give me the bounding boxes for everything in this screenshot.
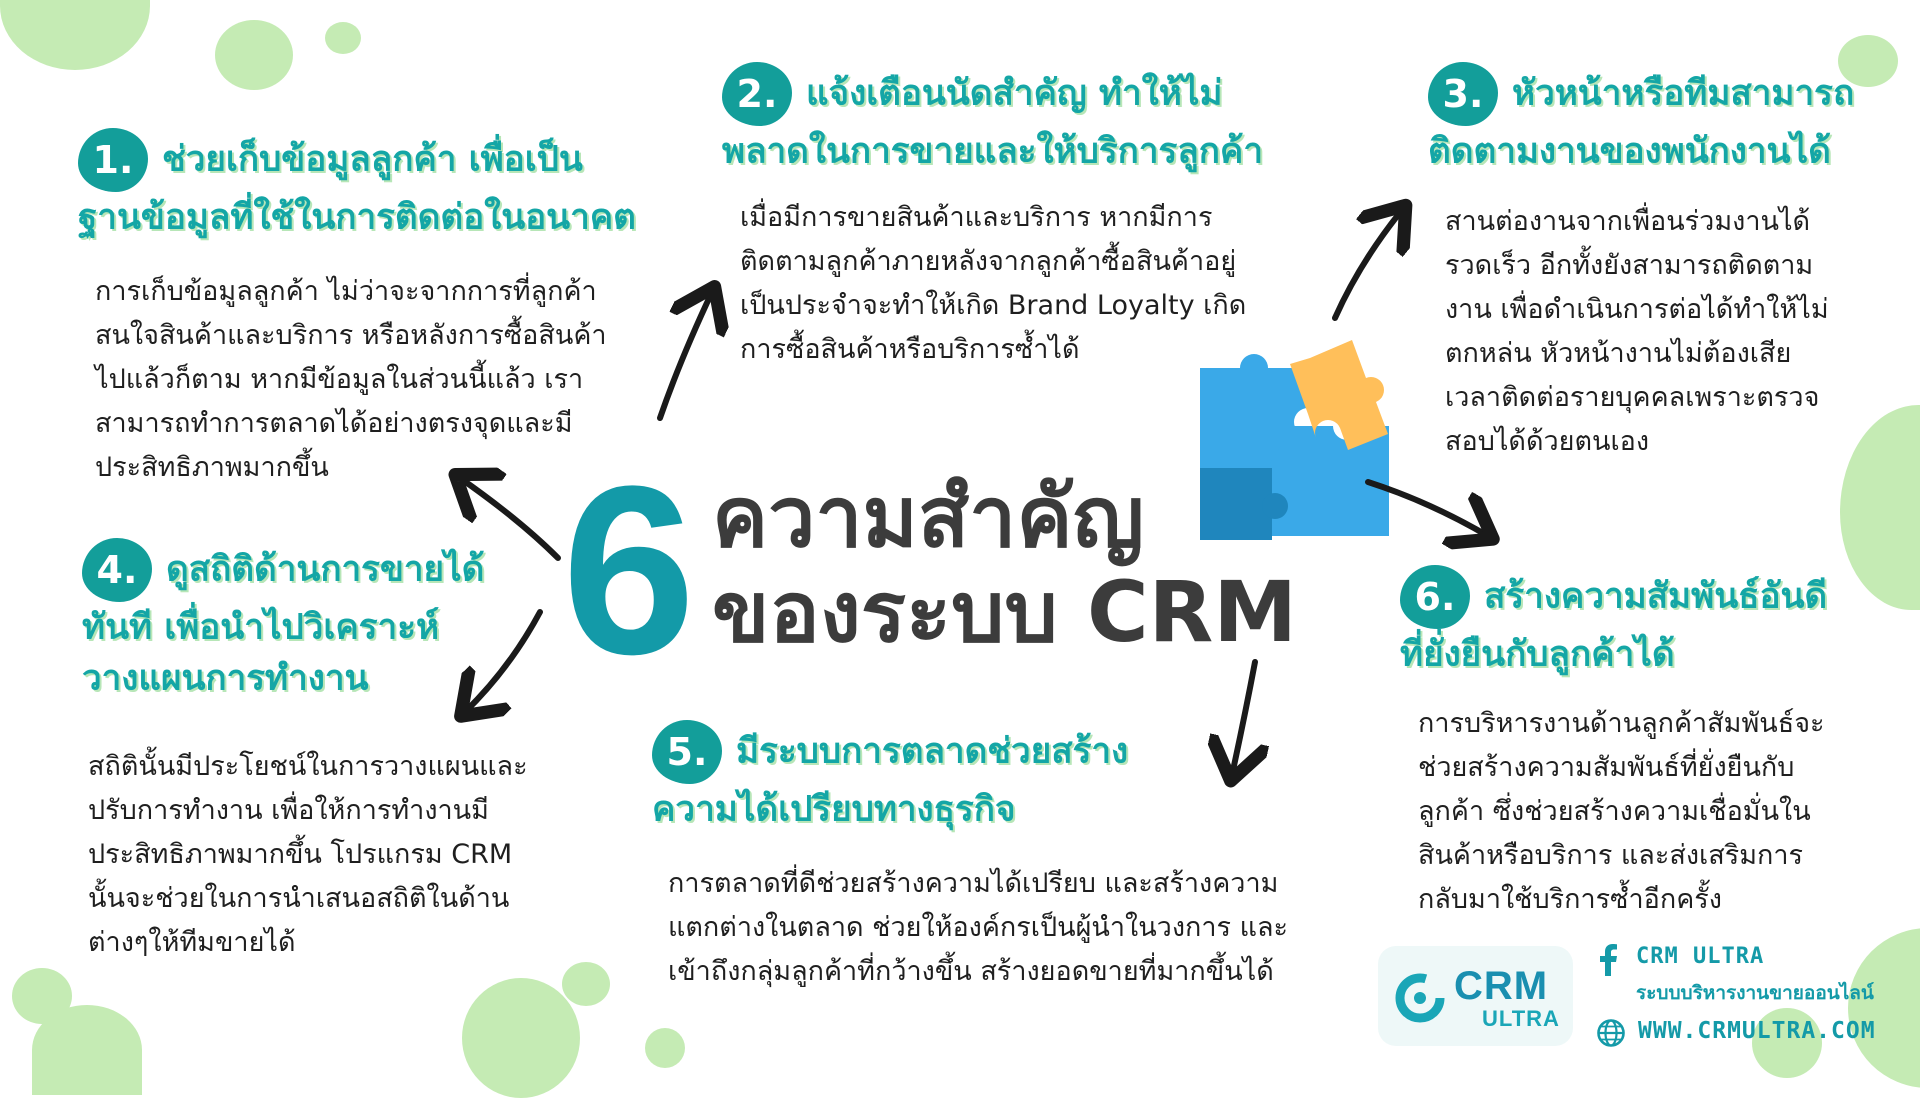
arrow-to-item-3	[1332, 210, 1402, 321]
item-2-body-line: เมื่อมีการขายสินค้าและบริการ หากมีการ	[740, 202, 1213, 233]
item-5-heading-line-1: มีระบบการตลาดช่วยสร้าง	[736, 731, 1129, 772]
item-2-heading: 2. แจ้งเตือนนัดสำคัญ ทำให้ไม่ พลาดในการขา…	[722, 62, 1342, 177]
item-5-body: การตลาดที่ดีช่วยสร้างความได้เปรียบ และสร…	[668, 862, 1368, 994]
item-3-body-line: สอบได้ด้วยตนเอง	[1445, 426, 1650, 457]
item-4-body-line: ปรับการทำงาน เพื่อให้การทำงานมี	[88, 795, 489, 826]
decorative-blob	[325, 22, 361, 54]
item-3-number-badge: 3.	[1428, 62, 1498, 126]
arrow-to-item-4	[465, 609, 543, 712]
item-4-heading-line-3: วางแผนการทำงาน	[82, 659, 369, 699]
item-5-heading: 5. มีระบบการตลาดช่วยสร้าง ความได้เปรียบทา…	[652, 720, 1212, 835]
item-3-body-line: สานต่องานจากเพื่อนร่วมงานได้	[1445, 206, 1811, 237]
decorative-blob	[562, 962, 610, 1006]
item-2-number-badge: 2.	[722, 62, 792, 126]
item-4-heading-line-1: ดูสถิติด้านการขายได้	[166, 549, 485, 590]
item-1-body-line: ไปแล้วก็ตาม หากมีข้อมูลในส่วนนี้แล้ว เรา	[95, 364, 584, 395]
item-1-number-badge: 1.	[78, 128, 148, 192]
item-4-number-badge: 4.	[82, 538, 152, 602]
item-4-body-line: นั้นจะช่วยในการนำเสนอสถิติในด้าน	[88, 883, 510, 914]
decorative-blob	[215, 20, 293, 90]
item-5-body-line: การตลาดที่ดีช่วยสร้างความได้เปรียบ และสร…	[668, 868, 1279, 899]
brand-tagline: ระบบบริหารงานขายออนไลน์	[1636, 982, 1874, 1004]
item-3-heading-line-2: ติดตามงานของพนักงานได้	[1428, 131, 1831, 172]
facebook-page-name: CRM ULTRA	[1636, 944, 1765, 969]
item-4-heading: 4. ดูสถิติด้านการขายได้ ทันที เพื่อนำไปวิ…	[82, 538, 512, 705]
decorative-blob	[1752, 1008, 1822, 1078]
item-2-body: เมื่อมีการขายสินค้าและบริการ หากมีการ ติ…	[740, 196, 1340, 372]
item-5-number-badge: 5.	[652, 720, 722, 784]
item-3-heading: 3. หัวหน้าหรือทีมสามารถ ติดตามงานของพนักง…	[1428, 62, 1908, 177]
arrow-to-item-2	[657, 292, 712, 421]
item-6-heading: 6. สร้างความสัมพันธ์อันดี ที่ยั่งยืนกับลู…	[1400, 565, 1900, 680]
crm-ultra-logo: CRM ULTRA	[1378, 946, 1573, 1046]
item-6-heading-line-2: ที่ยั่งยืนกับลูกค้าได้	[1400, 634, 1675, 675]
item-6-body-line: ลูกค้า ซึ่งช่วยสร้างความเชื่อมั่นใน	[1418, 796, 1811, 827]
arrow-to-item-5	[1232, 659, 1255, 775]
item-2-body-line: การซื้อสินค้าหรือบริการซ้ำได้	[740, 334, 1080, 365]
item-6-heading-line-1: สร้างความสัมพันธ์อันดี	[1484, 576, 1828, 617]
facebook-icon	[1600, 944, 1617, 976]
arrow-to-item-6	[1365, 479, 1488, 536]
decorative-blob	[462, 978, 580, 1098]
globe-icon	[1597, 1019, 1625, 1047]
item-1-heading-line-1: ช่วยเก็บข้อมูลลูกค้า เพื่อเป็น	[162, 139, 583, 180]
item-3-body-line: ตกหล่น หัวหน้างานไม่ต้องเสีย	[1445, 338, 1792, 369]
item-5-heading-line-2: ความได้เปรียบทางธุรกิจ	[652, 789, 1016, 830]
logo-mark-icon	[1395, 973, 1445, 1023]
item-1-heading: 1. ช่วยเก็บข้อมูลลูกค้า เพื่อเป็น ฐานข้อม…	[78, 128, 678, 243]
item-6-body-line: การบริหารงานด้านลูกค้าสัมพันธ์จะ	[1418, 708, 1825, 739]
website-link[interactable]: WWW.CRMULTRA.COM	[1638, 1018, 1876, 1044]
item-1-body-line: สนใจสินค้าและบริการ หรือหลังการซื้อสินค้…	[95, 320, 607, 351]
item-3-body-line: รวดเร็ว อีกทั้งยังสามารถติดตาม	[1445, 250, 1814, 281]
item-2-body-line: เป็นประจำจะทำให้เกิด Brand Loyalty เกิด	[740, 290, 1247, 321]
item-1-body-line: ประสิทธิภาพมากขึ้น	[95, 452, 329, 483]
item-6-number-badge: 6.	[1400, 565, 1470, 629]
item-6-body-line: สินค้าหรือบริการ และส่งเสริมการ	[1418, 840, 1804, 871]
item-6-body-line: ช่วยสร้างความสัมพันธ์ที่ยั่งยืนกับ	[1418, 752, 1795, 783]
title-line-2: ของระบบ CRM	[712, 563, 1297, 661]
item-1-body: การเก็บข้อมูลลูกค้า ไม่ว่าจะจากการที่ลูก…	[95, 270, 685, 490]
decorative-blob	[1838, 35, 1898, 87]
item-4-body-line: ประสิทธิภาพมากขึ้น โปรแกรม CRM	[88, 839, 513, 870]
item-6-body-line: กลับมาใช้บริการซ้ำอีกครั้ง	[1418, 884, 1722, 915]
item-4-body: สถิตินั้นมีประโยชน์ในการวางแผนและ ปรับกา…	[88, 745, 588, 965]
item-4-body-line: สถิตินั้นมีประโยชน์ในการวางแผนและ	[88, 751, 528, 782]
item-4-heading-line-2: ทันที เพื่อนำไปวิเคราะห์	[82, 607, 440, 648]
item-1-body-line: การเก็บข้อมูลลูกค้า ไม่ว่าจะจากการที่ลูก…	[95, 276, 597, 307]
item-2-heading-line-2: พลาดในการขายและให้บริการลูกค้า	[722, 131, 1263, 172]
item-5-body-line: แตกต่างในตลาด ช่วยให้องค์กรเป็นผู้นำในวง…	[668, 912, 1289, 943]
logo-word: CRM	[1454, 964, 1549, 1008]
item-1-heading-line-2: ฐานข้อมูลที่ใช้ในการติดต่อในอนาคต	[78, 197, 636, 238]
title-line-1: ความสำคัญ	[712, 468, 1145, 566]
arrow-to-item-1	[460, 478, 561, 561]
item-1-body-line: สามารถทำการตลาดได้อย่างตรงจุดและมี	[95, 408, 573, 439]
item-2-heading-line-1: แจ้งเตือนนัดสำคัญ ทำให้ไม่	[806, 73, 1223, 114]
item-3-body-line: งาน เพื่อดำเนินการต่อได้ทำให้ไม่	[1445, 294, 1829, 325]
item-4-body-line: ต่างๆให้ทีมขายได้	[88, 927, 296, 958]
item-3-body-line: เวลาติดต่อรายบุคคลเพราะตรวจ	[1445, 382, 1820, 413]
item-2-body-line: ติดตามลูกค้าภายหลังจากลูกค้าซื้อสินค้าอย…	[740, 246, 1237, 277]
item-6-body: การบริหารงานด้านลูกค้าสัมพันธ์จะ ช่วยสร้…	[1418, 702, 1908, 922]
logo-sub: ULTRA	[1482, 1006, 1560, 1031]
item-5-body-line: เข้าถึงกลุ่มลูกค้าที่กว้างขึ้น สร้างยอดข…	[668, 956, 1274, 987]
item-3-heading-line-1: หัวหน้าหรือทีมสามารถ	[1512, 73, 1855, 114]
title-number: 6	[562, 436, 696, 704]
puzzle-icon	[1200, 340, 1389, 540]
item-3-body: สานต่องานจากเพื่อนร่วมงานได้ รวดเร็ว อีก…	[1445, 200, 1905, 464]
decorative-blob	[645, 1028, 685, 1068]
